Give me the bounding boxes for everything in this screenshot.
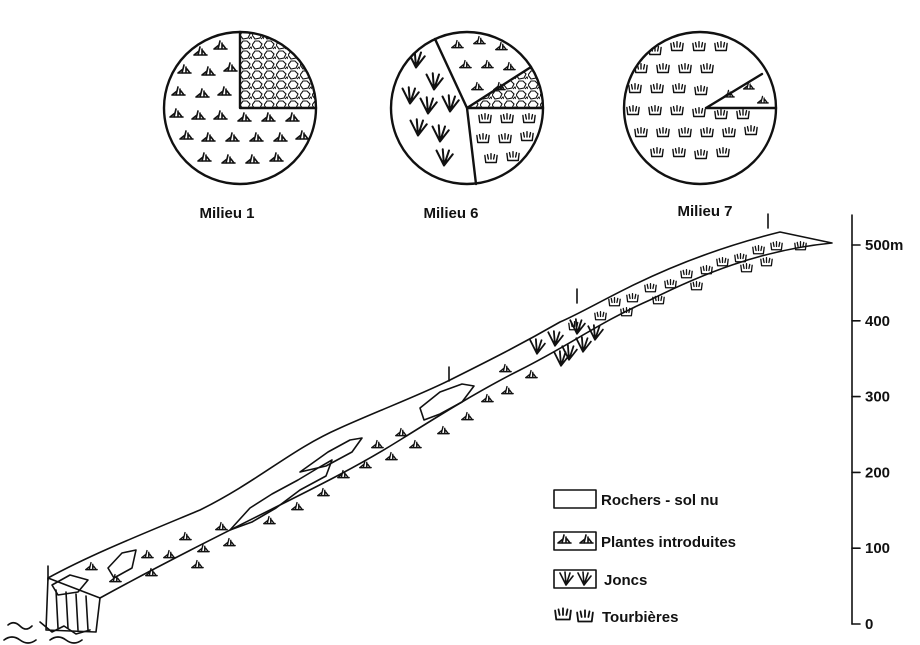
rush-fill (403, 51, 459, 165)
axis-tick-label: 300 (865, 389, 890, 406)
pie-milieu-6 (391, 32, 543, 184)
svg-text:Rochers - sol nu: Rochers - sol nu (601, 492, 719, 509)
band-bogs (569, 242, 806, 330)
pie-milieu-7 (624, 32, 776, 184)
coastal-cliff (4, 578, 100, 643)
milieu-7-label: Milieu 7 (677, 203, 732, 220)
milieu-1-label: Milieu 1 (199, 205, 254, 222)
axis-tick-label: 100 (865, 540, 890, 557)
milieu-6-label: Milieu 6 (423, 205, 478, 222)
axis-tick-label: 500m (865, 237, 903, 254)
svg-text:Plantes introduites: Plantes introduites (601, 534, 736, 551)
rock-pattern-icon (554, 490, 596, 508)
bog-icon (555, 608, 571, 619)
axis-tick-label: 400 (865, 313, 890, 330)
svg-text:Joncs: Joncs (604, 572, 647, 589)
legend-item-grass: Plantes introduites (554, 532, 736, 551)
site-markers (48, 214, 768, 580)
legend-item-rush: Joncs (554, 570, 647, 589)
svg-text:Tourbières: Tourbières (602, 609, 678, 626)
legend: Rochers - sol nu Plantes introduites Jon… (554, 490, 736, 626)
grass-fill (452, 37, 515, 90)
legend-item-rock: Rochers - sol nu (554, 490, 719, 509)
band-rock-patches (52, 384, 474, 595)
pie-milieu-1 (164, 32, 316, 184)
legend-item-bog: Tourbières (555, 608, 678, 626)
axis-tick-label: 0 (865, 616, 873, 633)
axis-tick-label: 200 (865, 464, 890, 481)
altitude-axis: 500m 400 300 200 100 0 (852, 215, 903, 633)
bog-fill (627, 42, 757, 159)
